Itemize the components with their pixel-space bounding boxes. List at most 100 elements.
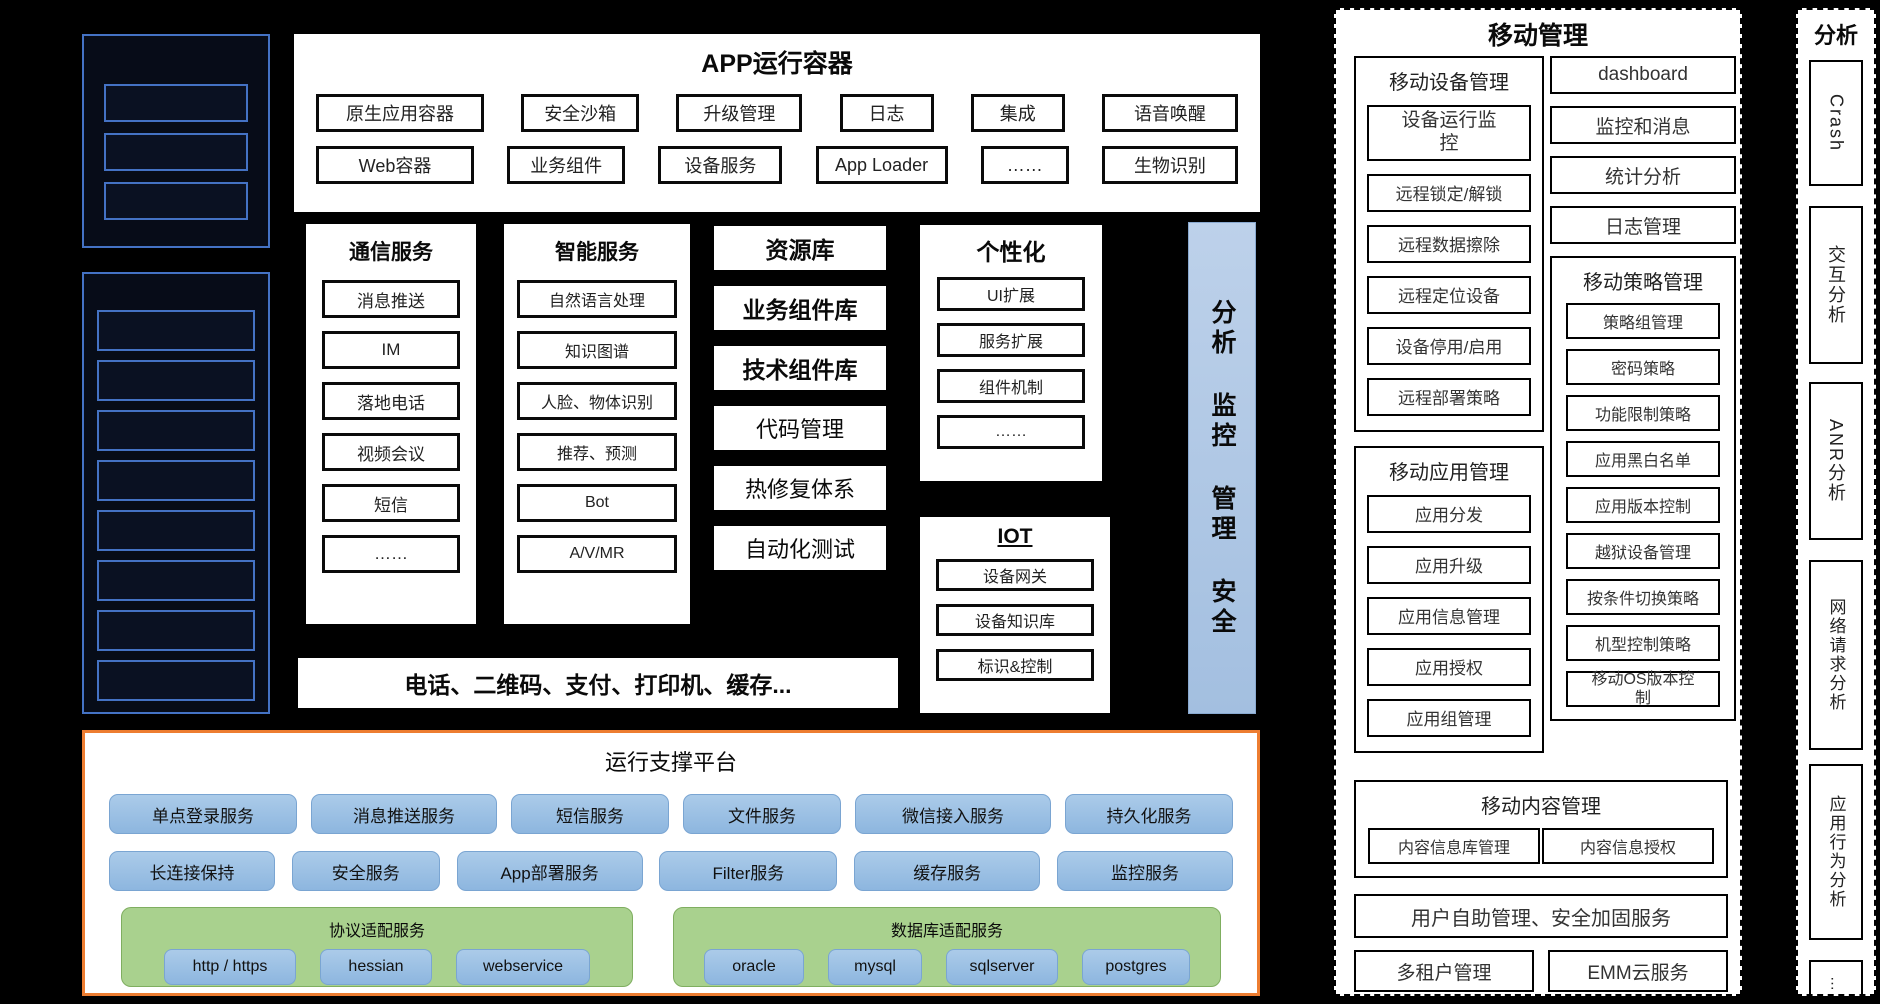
app-capability-box: 集成 xyxy=(970,94,1065,132)
policy-item-box: 功能限制策略 xyxy=(1566,395,1720,431)
service-box: 人脸、物体识别 xyxy=(517,382,677,420)
iot-column: IOT 设备网关设备知识库标识&控制 xyxy=(920,517,1110,713)
policy-item-box: 策略组管理 xyxy=(1566,303,1720,339)
app-container-row1: 原生应用容器安全沙箱升级管理日志集成语音唤醒 xyxy=(294,94,1260,132)
placeholder-box xyxy=(104,84,248,122)
app-capability-box: 语音唤醒 xyxy=(1101,94,1238,132)
analysis-box: 交互分析 xyxy=(1809,206,1863,364)
analysis-box: … xyxy=(1809,960,1863,994)
management-wide-box: 日志管理 xyxy=(1550,206,1736,244)
code-management-box: 代码管理 xyxy=(714,406,886,450)
service-box: 落地电话 xyxy=(322,382,460,420)
database-button: oracle xyxy=(704,949,804,985)
management-item-box: 设备运行监控 xyxy=(1367,105,1531,161)
app-capability-box: Web容器 xyxy=(316,146,474,184)
analysis-box: 网络请求分析 xyxy=(1809,560,1863,750)
service-box: 服务扩展 xyxy=(937,323,1085,357)
placeholder-box xyxy=(97,610,255,651)
multi-tenant-box: 多租户管理 xyxy=(1354,950,1534,992)
mobile-policy-management-items: 策略组管理 密码策略 功能限制策略 应用黑白名单 应用版本控制 越狱设备管理 按… xyxy=(1552,303,1734,707)
runtime-service-button: 单点登录服务 xyxy=(109,794,297,834)
service-box: Bot xyxy=(517,484,677,522)
placeholder-box xyxy=(104,133,248,171)
service-box: 组件机制 xyxy=(937,369,1085,403)
app-capability-box: 生物识别 xyxy=(1101,146,1238,184)
iot-items: 设备网关设备知识库标识&控制 xyxy=(920,559,1110,681)
placeholder-box xyxy=(97,410,255,451)
mobile-app-management-group: 移动应用管理 应用分发应用升级应用信息管理应用授权应用组管理 xyxy=(1354,445,1544,753)
service-box: 标识&控制 xyxy=(936,649,1094,681)
runtime-service-button: App部署服务 xyxy=(456,851,643,891)
runtime-service-button: 微信接入服务 xyxy=(855,794,1051,834)
runtime-platform-title: 运行支撑平台 xyxy=(604,750,737,775)
mobile-policy-management-label: 移动策略管理 xyxy=(1583,272,1703,294)
management-item-box: 远程锁定/解锁 xyxy=(1367,173,1531,212)
app-capability-box: …… xyxy=(980,146,1069,184)
policy-item-box: 应用黑白名单 xyxy=(1566,441,1720,477)
mobile-content-management-items: 内容信息库管理 内容信息授权 xyxy=(1356,828,1726,864)
protocol-button: hessian xyxy=(320,949,432,985)
runtime-service-button: 文件服务 xyxy=(683,794,841,834)
app-capability-box: App Loader xyxy=(815,146,948,184)
protocol-adapter-title: 协议适配服务 xyxy=(328,923,425,940)
service-box: UI扩展 xyxy=(937,277,1085,311)
mobile-app-management-label: 移动应用管理 xyxy=(1389,461,1509,484)
tech-component-lib-box: 技术组件库 xyxy=(714,346,886,390)
placeholder-box xyxy=(97,510,255,551)
runtime-service-button: 监控服务 xyxy=(1056,851,1233,891)
service-box: 视频会议 xyxy=(322,433,460,471)
policy-item-box: 按条件切换策略 xyxy=(1566,579,1720,615)
management-item-box: 设备停用/启用 xyxy=(1367,326,1531,365)
database-adapter-title: 数据库适配服务 xyxy=(890,923,1003,940)
management-item-box: 应用授权 xyxy=(1367,647,1531,686)
management-wide-box: 监控和消息 xyxy=(1550,106,1736,144)
mobile-device-management-group: 移动设备管理 设备运行监控 远程锁定/解锁 远程数据擦除 远程定位设备 设备停用… xyxy=(1354,56,1544,432)
personalization-title: 个性化 xyxy=(976,239,1046,265)
resource-library-box: 资源库 xyxy=(714,226,886,270)
resource-library-stack: 资源库 业务组件库 技术组件库 代码管理 热修复体系 自动化测试 xyxy=(714,226,886,570)
service-box: 短信 xyxy=(322,484,460,522)
database-button: postgres xyxy=(1082,949,1190,985)
placeholder-box xyxy=(97,560,255,601)
runtime-service-button: 长连接保持 xyxy=(109,851,275,891)
service-box: …… xyxy=(322,535,460,573)
iot-title: IOT xyxy=(997,525,1033,548)
runtime-service-button: 缓存服务 xyxy=(854,851,1041,891)
analysis-monitor-manage-security-pillar: 分析 监控 管理 安全 xyxy=(1188,222,1256,714)
management-wide-box: dashboard xyxy=(1550,56,1736,94)
left-placeholder-stack-top xyxy=(82,34,270,248)
app-capability-box: 日志 xyxy=(839,94,934,132)
service-box: 知识图谱 xyxy=(517,331,677,369)
policy-item-box: 移动OS版本控制 xyxy=(1566,671,1720,707)
management-wide-box: 统计分析 xyxy=(1550,156,1736,194)
emm-cloud-box: EMM云服务 xyxy=(1548,950,1728,992)
runtime-service-button: 消息推送服务 xyxy=(311,794,497,834)
mobile-policy-management-group: 移动策略管理 策略组管理 密码策略 功能限制策略 应用黑白名单 应用版本控制 越… xyxy=(1550,256,1736,721)
policy-item-box: 机型控制策略 xyxy=(1566,625,1720,661)
mobile-management-left-column: 移动设备管理 设备运行监控 远程锁定/解锁 远程数据擦除 远程定位设备 设备停用… xyxy=(1354,56,1544,753)
intelligent-services-title: 智能服务 xyxy=(555,241,639,264)
service-box: …… xyxy=(937,415,1085,449)
placeholder-box xyxy=(97,660,255,701)
database-button: sqlserver xyxy=(946,949,1058,985)
policy-item-box: 越狱设备管理 xyxy=(1566,533,1720,569)
left-placeholder-stack-bottom xyxy=(82,272,270,714)
service-box: 消息推送 xyxy=(322,280,460,318)
business-component-lib-box: 业务组件库 xyxy=(714,286,886,330)
service-box: 设备知识库 xyxy=(936,604,1094,636)
app-capability-box: 升级管理 xyxy=(676,94,803,132)
policy-item-box: 密码策略 xyxy=(1566,349,1720,385)
runtime-service-button: Filter服务 xyxy=(659,851,838,891)
mobile-management-right-column: dashboard 监控和消息统计分析日志管理 移动策略管理 策略组管理 密码策略… xyxy=(1550,56,1736,721)
placeholder-box xyxy=(104,182,248,220)
mobile-device-management-items: 设备运行监控 远程锁定/解锁 远程数据擦除 远程定位设备 设备停用/启用 远程部… xyxy=(1356,105,1542,416)
service-box: IM xyxy=(322,331,460,369)
